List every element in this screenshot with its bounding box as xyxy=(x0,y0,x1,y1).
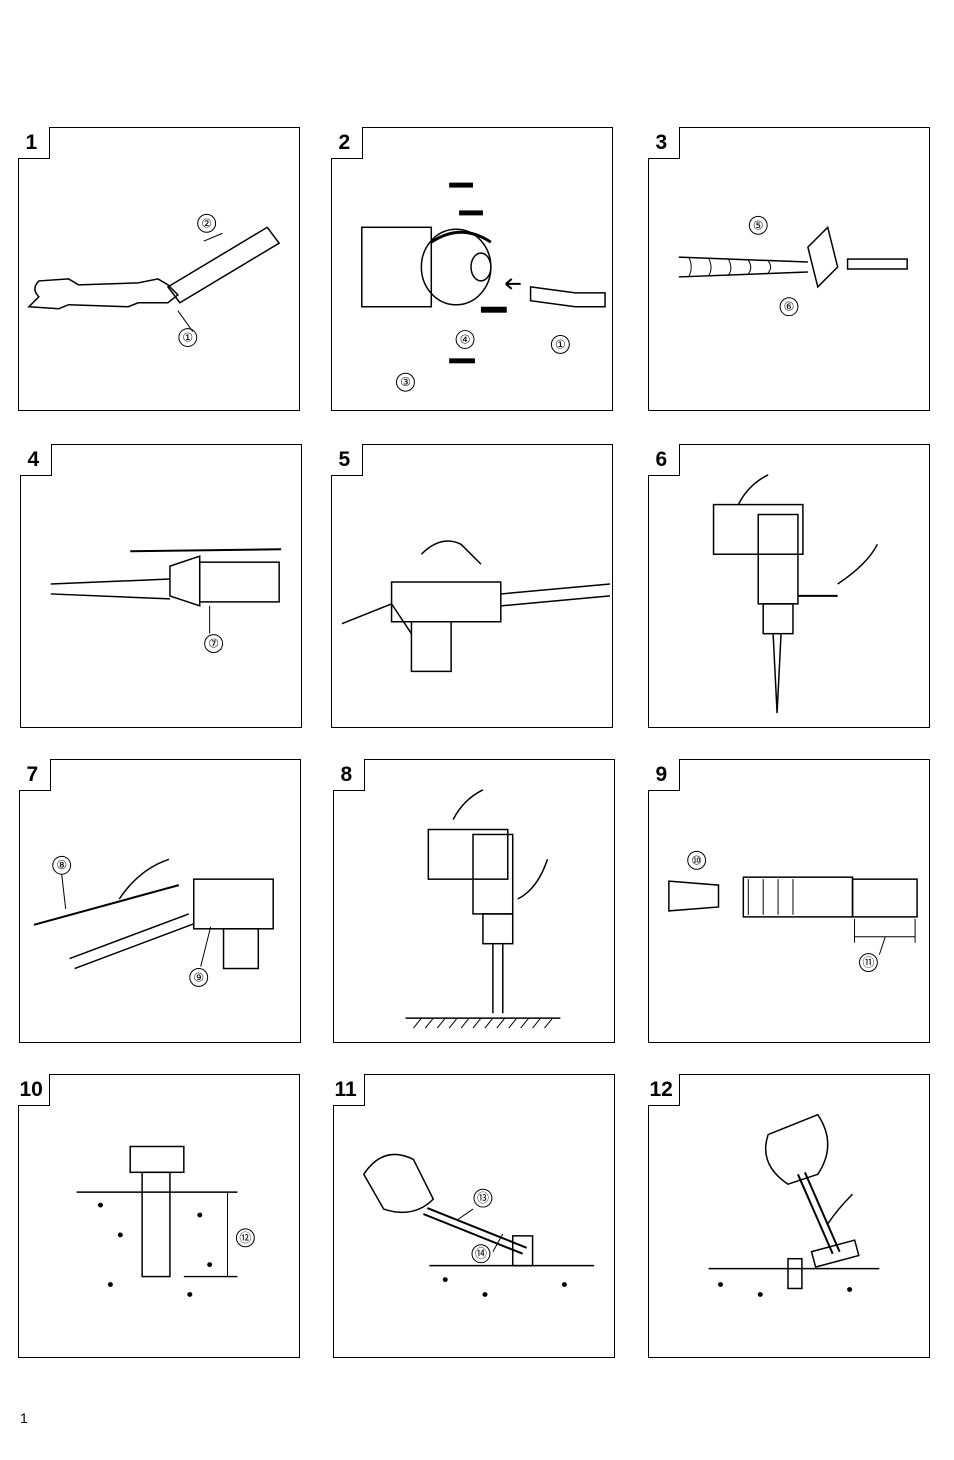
figure-9: 9 ⑩ ⑪ xyxy=(648,759,930,1043)
callout-9: ⑨ xyxy=(193,970,204,984)
callout-4: ④ xyxy=(460,332,471,346)
page-number: 1 xyxy=(20,1410,28,1426)
figure-12: 12 xyxy=(648,1074,930,1358)
figure-11: 11 ⑬ ⑭ xyxy=(333,1074,615,1358)
callout-12: ⑫ xyxy=(239,1231,251,1245)
figure-4: 4 ⑦ xyxy=(20,444,302,728)
callout-7: ⑦ xyxy=(208,637,219,651)
callout-11: ⑪ xyxy=(862,956,874,970)
chiseling-vertical-illustration xyxy=(649,445,929,727)
depth-gauge-illustration: ⑧ ⑨ xyxy=(20,760,300,1042)
setting-tool-illustration: ⑬ ⑭ xyxy=(334,1075,614,1357)
callout-6: ⑥ xyxy=(784,300,795,314)
figure-3: 3 ⑤ ⑥ xyxy=(648,127,930,411)
callout-1: ① xyxy=(182,330,193,344)
callout-3: ③ xyxy=(400,375,411,389)
figure-5: 5 xyxy=(331,444,613,728)
bit-grease-illustration: ② ① xyxy=(19,128,299,410)
figure-8: 8 xyxy=(333,759,615,1043)
bit-with-cup-illustration: ⑦ xyxy=(21,445,301,727)
figure-10: 10 ⑫ xyxy=(18,1074,300,1358)
hammering-illustration xyxy=(649,1075,929,1357)
callout-14: ⑭ xyxy=(475,1247,487,1261)
figure-6: 6 xyxy=(648,444,930,728)
figure-7: 7 ⑧ ⑨ xyxy=(19,759,301,1043)
bit-insert-illustration: ④ ① ③ xyxy=(332,128,612,410)
dust-cup-bit-illustration: ⑤ ⑥ xyxy=(649,128,929,410)
anchor-dimensions-illustration: ⑩ ⑪ xyxy=(649,760,929,1042)
callout-13: ⑬ xyxy=(477,1191,489,1205)
figure-1: 1 ② ① xyxy=(18,127,300,411)
figure-2: 2 ④ ① ③ xyxy=(331,127,613,411)
callout-8: ⑧ xyxy=(56,858,67,872)
callout-10: ⑩ xyxy=(691,853,702,867)
drilling-horizontal-illustration xyxy=(332,445,612,727)
callout-5: ⑤ xyxy=(753,218,764,232)
drilling-downward-illustration xyxy=(334,760,614,1042)
callout-2: ② xyxy=(201,216,212,230)
callout-1: ① xyxy=(555,337,566,351)
anchor-setting-depth-illustration: ⑫ xyxy=(19,1075,299,1357)
